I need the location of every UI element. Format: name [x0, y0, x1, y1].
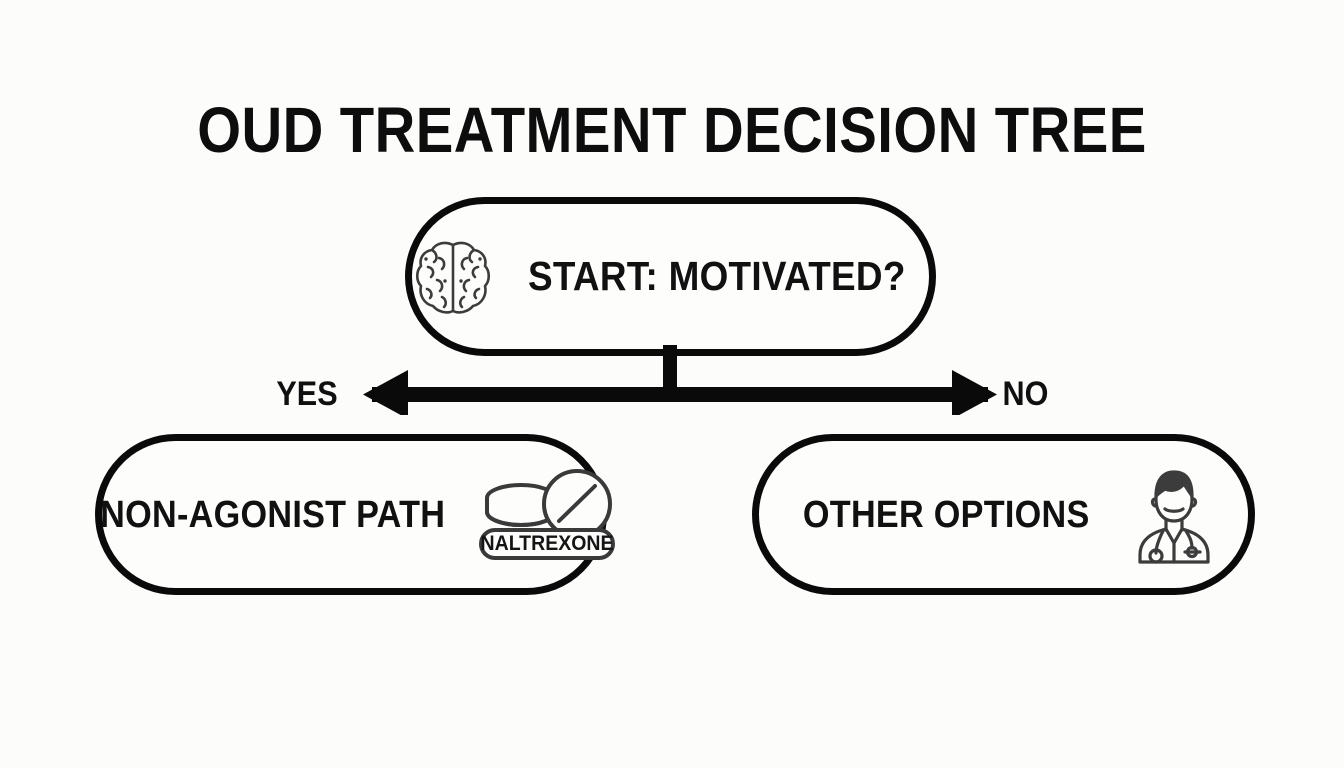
brain-icon — [415, 241, 490, 314]
svg-text:NALTREXONE: NALTREXONE — [480, 532, 613, 555]
branch-label-no: NO — [1002, 375, 1049, 413]
node-non-agonist-label: NON-AGONIST PATH — [100, 493, 446, 536]
node-start-label: START: MOTIVATED? — [527, 253, 906, 299]
branch-label-yes: YES — [276, 375, 338, 413]
node-other-options[interactable]: OTHER OPTIONS — [752, 434, 1255, 595]
node-other-options-label: OTHER OPTIONS — [803, 493, 1090, 536]
pill-bottle-icon: NALTREXONE — [478, 468, 615, 560]
node-non-agonist-path[interactable]: NON-AGONIST PATH NALTREXONE — [95, 434, 615, 595]
branch-connector-arrow — [363, 345, 997, 415]
page-title: OUD TREATMENT DECISION TREE — [197, 94, 1147, 166]
doctor-icon — [1138, 469, 1210, 564]
node-start-motivated[interactable]: START: MOTIVATED? — [405, 197, 936, 356]
